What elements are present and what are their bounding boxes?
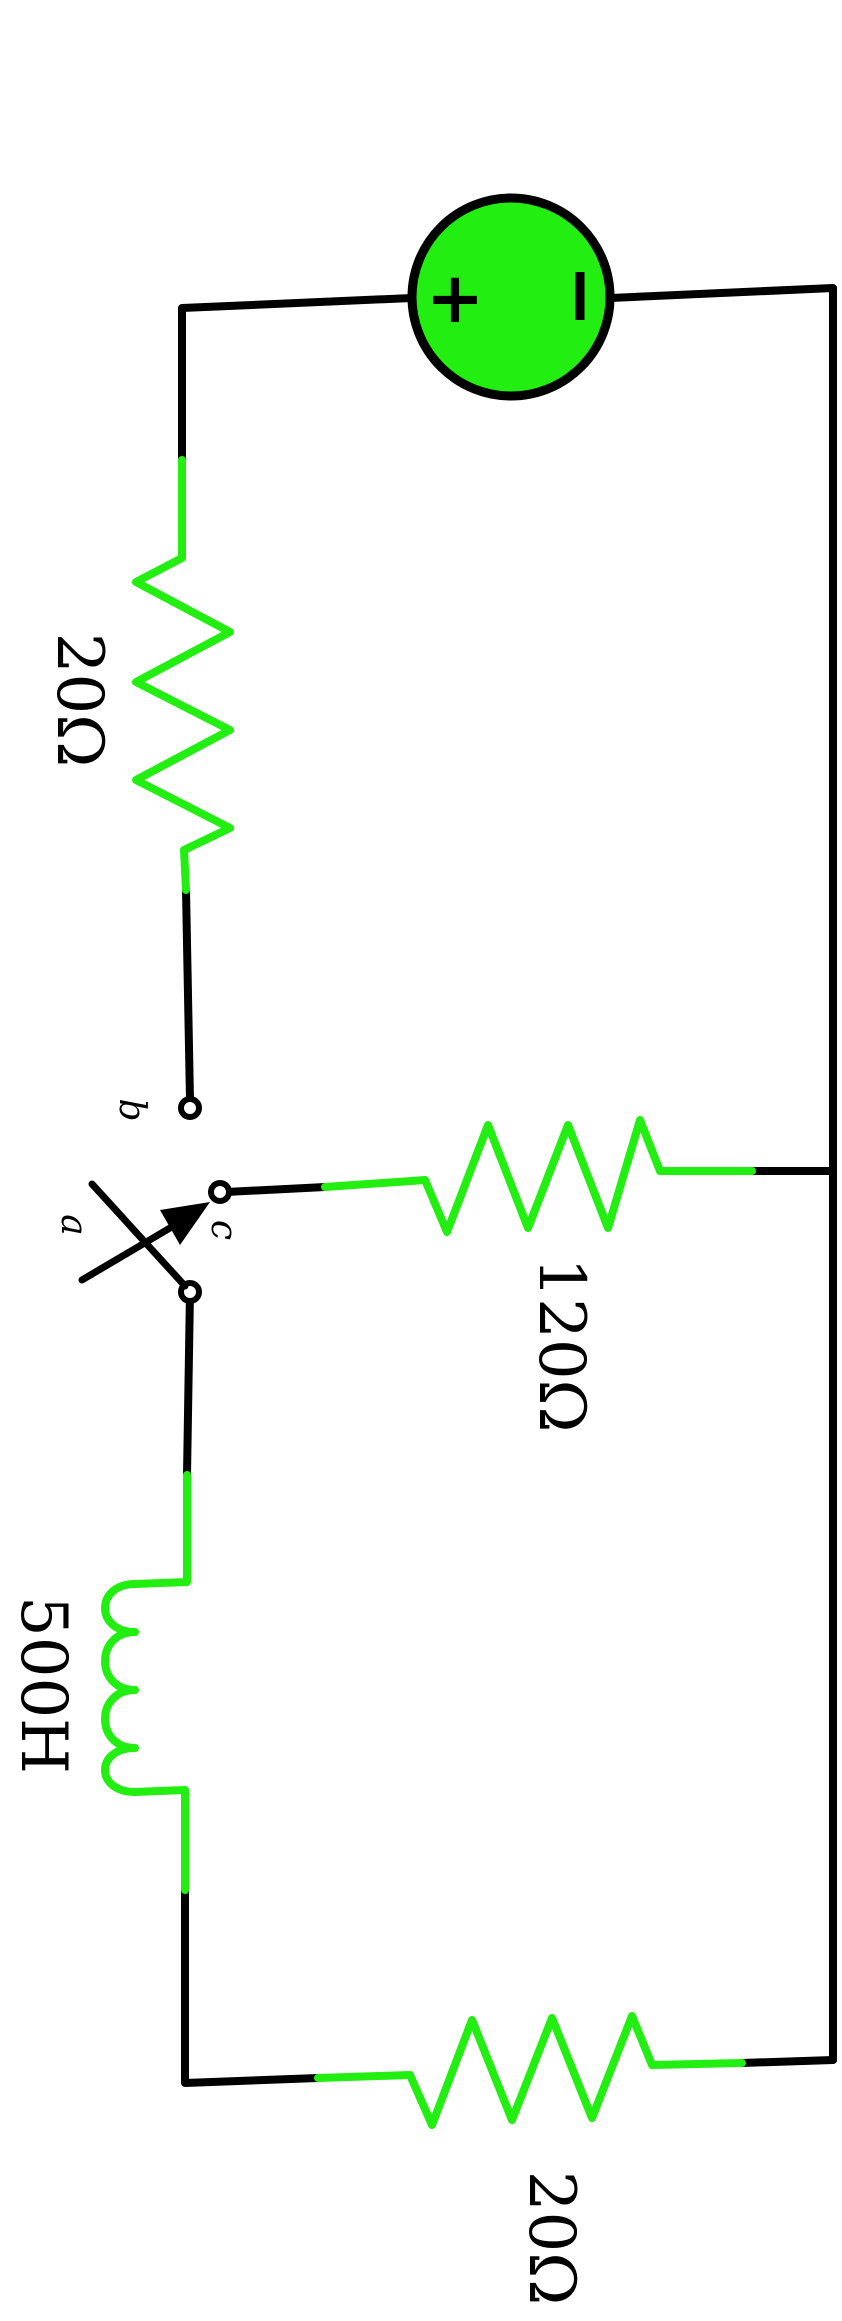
resistor-middle-label: 120Ω <box>524 1257 598 1432</box>
wires <box>178 284 837 2087</box>
switch-label-a: a <box>53 1214 94 1235</box>
inductor-lead-bottom <box>131 1786 189 1894</box>
switch: a b c <box>53 1096 244 1304</box>
voltage-source: + <box>407 193 615 401</box>
voltage-source-circle <box>407 193 615 401</box>
wire-to-switch-pole <box>183 1288 194 1479</box>
switch-rotation-shaft <box>78 1221 179 1284</box>
resistor-middle-zigzag <box>321 1116 756 1236</box>
switch-label-c: c <box>203 1220 244 1240</box>
source-plus-symbol: + <box>426 257 485 339</box>
wire-to-terminal-b <box>182 886 194 1104</box>
resistor-top: 20Ω <box>42 456 234 894</box>
resistor-bottom-label: 20Ω <box>514 2171 588 2306</box>
inductor-coil <box>101 1580 139 1796</box>
switch-arm <box>88 1180 189 1290</box>
resistor-top-zigzag <box>132 456 234 894</box>
inductor-label: 500H <box>6 1596 80 1774</box>
switch-label-b: b <box>111 1098 152 1121</box>
switch-rotation-arrowhead <box>160 1202 210 1245</box>
resistor-bottom-zigzag <box>314 2012 746 2129</box>
wire-top-left <box>178 294 416 464</box>
wire-to-terminal-c <box>222 1183 329 1196</box>
inductor: 500H <box>6 1471 191 1894</box>
terminal-c <box>208 1180 232 1204</box>
terminal-b <box>178 1096 202 1120</box>
resistor-bottom: 20Ω <box>314 2012 746 2306</box>
wire-bottom-left <box>181 1886 322 2087</box>
resistor-middle: 120Ω <box>321 1116 756 1433</box>
inductor-lead-top <box>131 1471 191 1588</box>
wire-bottom-right <box>738 2056 837 2067</box>
resistor-top-label: 20Ω <box>42 633 116 768</box>
wire-top-right <box>606 284 837 2064</box>
